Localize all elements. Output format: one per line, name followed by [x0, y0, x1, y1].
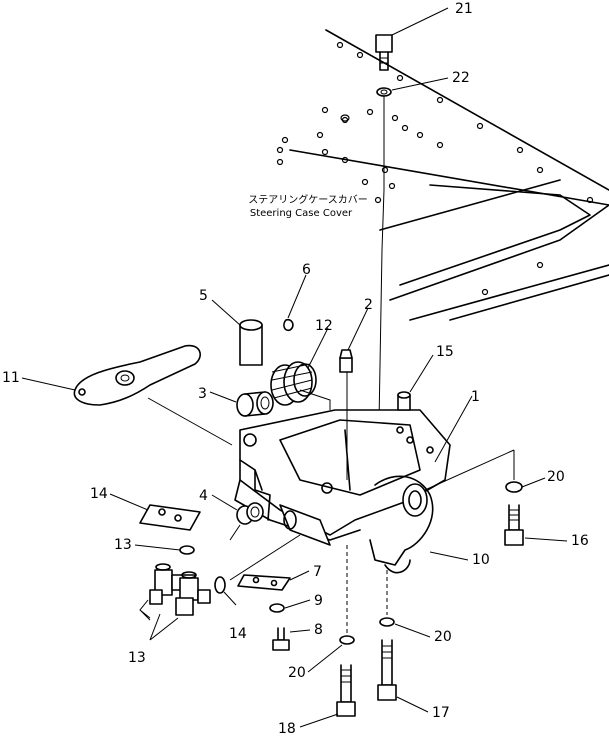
o-ring-14-upper: [179, 545, 195, 555]
bearing-4: [236, 502, 264, 525]
callout-4: 4: [199, 488, 208, 504]
washer-22: [376, 87, 392, 97]
washer-20-lower-left: [339, 635, 355, 645]
callout-15: 14: [90, 486, 108, 502]
callout-14-upper: 13: [114, 537, 132, 553]
steering-case-housing: [234, 409, 451, 574]
callout-21: 21: [455, 1, 473, 17]
lever-11: [73, 344, 201, 406]
pin-16: [397, 391, 411, 411]
callout-13: 13: [128, 650, 146, 666]
callout-1: 1: [471, 389, 480, 405]
callout-9: 9: [314, 593, 323, 609]
bolt-18: [377, 639, 397, 701]
bearing-3: [236, 391, 274, 417]
washer-20-right: [505, 481, 523, 493]
bolt-21: [375, 34, 393, 71]
bolt-19: [336, 664, 356, 717]
callout-19: 18: [278, 721, 296, 737]
callout-11: 11: [2, 370, 20, 386]
callout-12: 12: [315, 318, 333, 334]
steering-case-cover-plate: [276, 29, 609, 321]
callout-2: 2: [364, 297, 373, 313]
callout-3: 3: [198, 386, 207, 402]
callout-20-lower-left: 20: [288, 665, 306, 681]
assembly-centerlines: [147, 372, 515, 635]
callout-20-right: 20: [547, 469, 565, 485]
elbow-fittings-13: [149, 563, 211, 616]
bolt-17: [504, 504, 524, 546]
callout-18: 17: [432, 705, 450, 721]
callout-22: 22: [452, 70, 470, 86]
callout-10: 10: [472, 552, 490, 568]
callout-5: 5: [199, 288, 208, 304]
callout-17: 16: [571, 533, 589, 549]
clip-6: [283, 318, 294, 332]
plate-15: [139, 504, 201, 531]
callout-6: 6: [302, 262, 311, 278]
washer-20-lower-right: [379, 617, 395, 627]
bolt-21-centerline: [377, 96, 385, 481]
callout-16: 15: [436, 344, 454, 360]
callout-20-lower-right: 20: [434, 629, 452, 645]
bolt-8: [272, 627, 290, 651]
o-ring-14-lower: [214, 576, 226, 594]
callout-7: 7: [313, 564, 322, 580]
plate-7: [237, 574, 291, 591]
spring-12: [270, 361, 317, 406]
callout-8: 8: [314, 622, 323, 638]
washer-9: [269, 603, 285, 613]
grease-fitting-2: [339, 349, 353, 373]
pin-5: [239, 319, 263, 366]
callout-14-lower: 14: [229, 626, 247, 642]
caption-japanese: ステアリングケースカバー: [248, 193, 368, 206]
leader-lines: [21, 7, 568, 728]
caption-english: Steering Case Cover: [250, 208, 353, 219]
